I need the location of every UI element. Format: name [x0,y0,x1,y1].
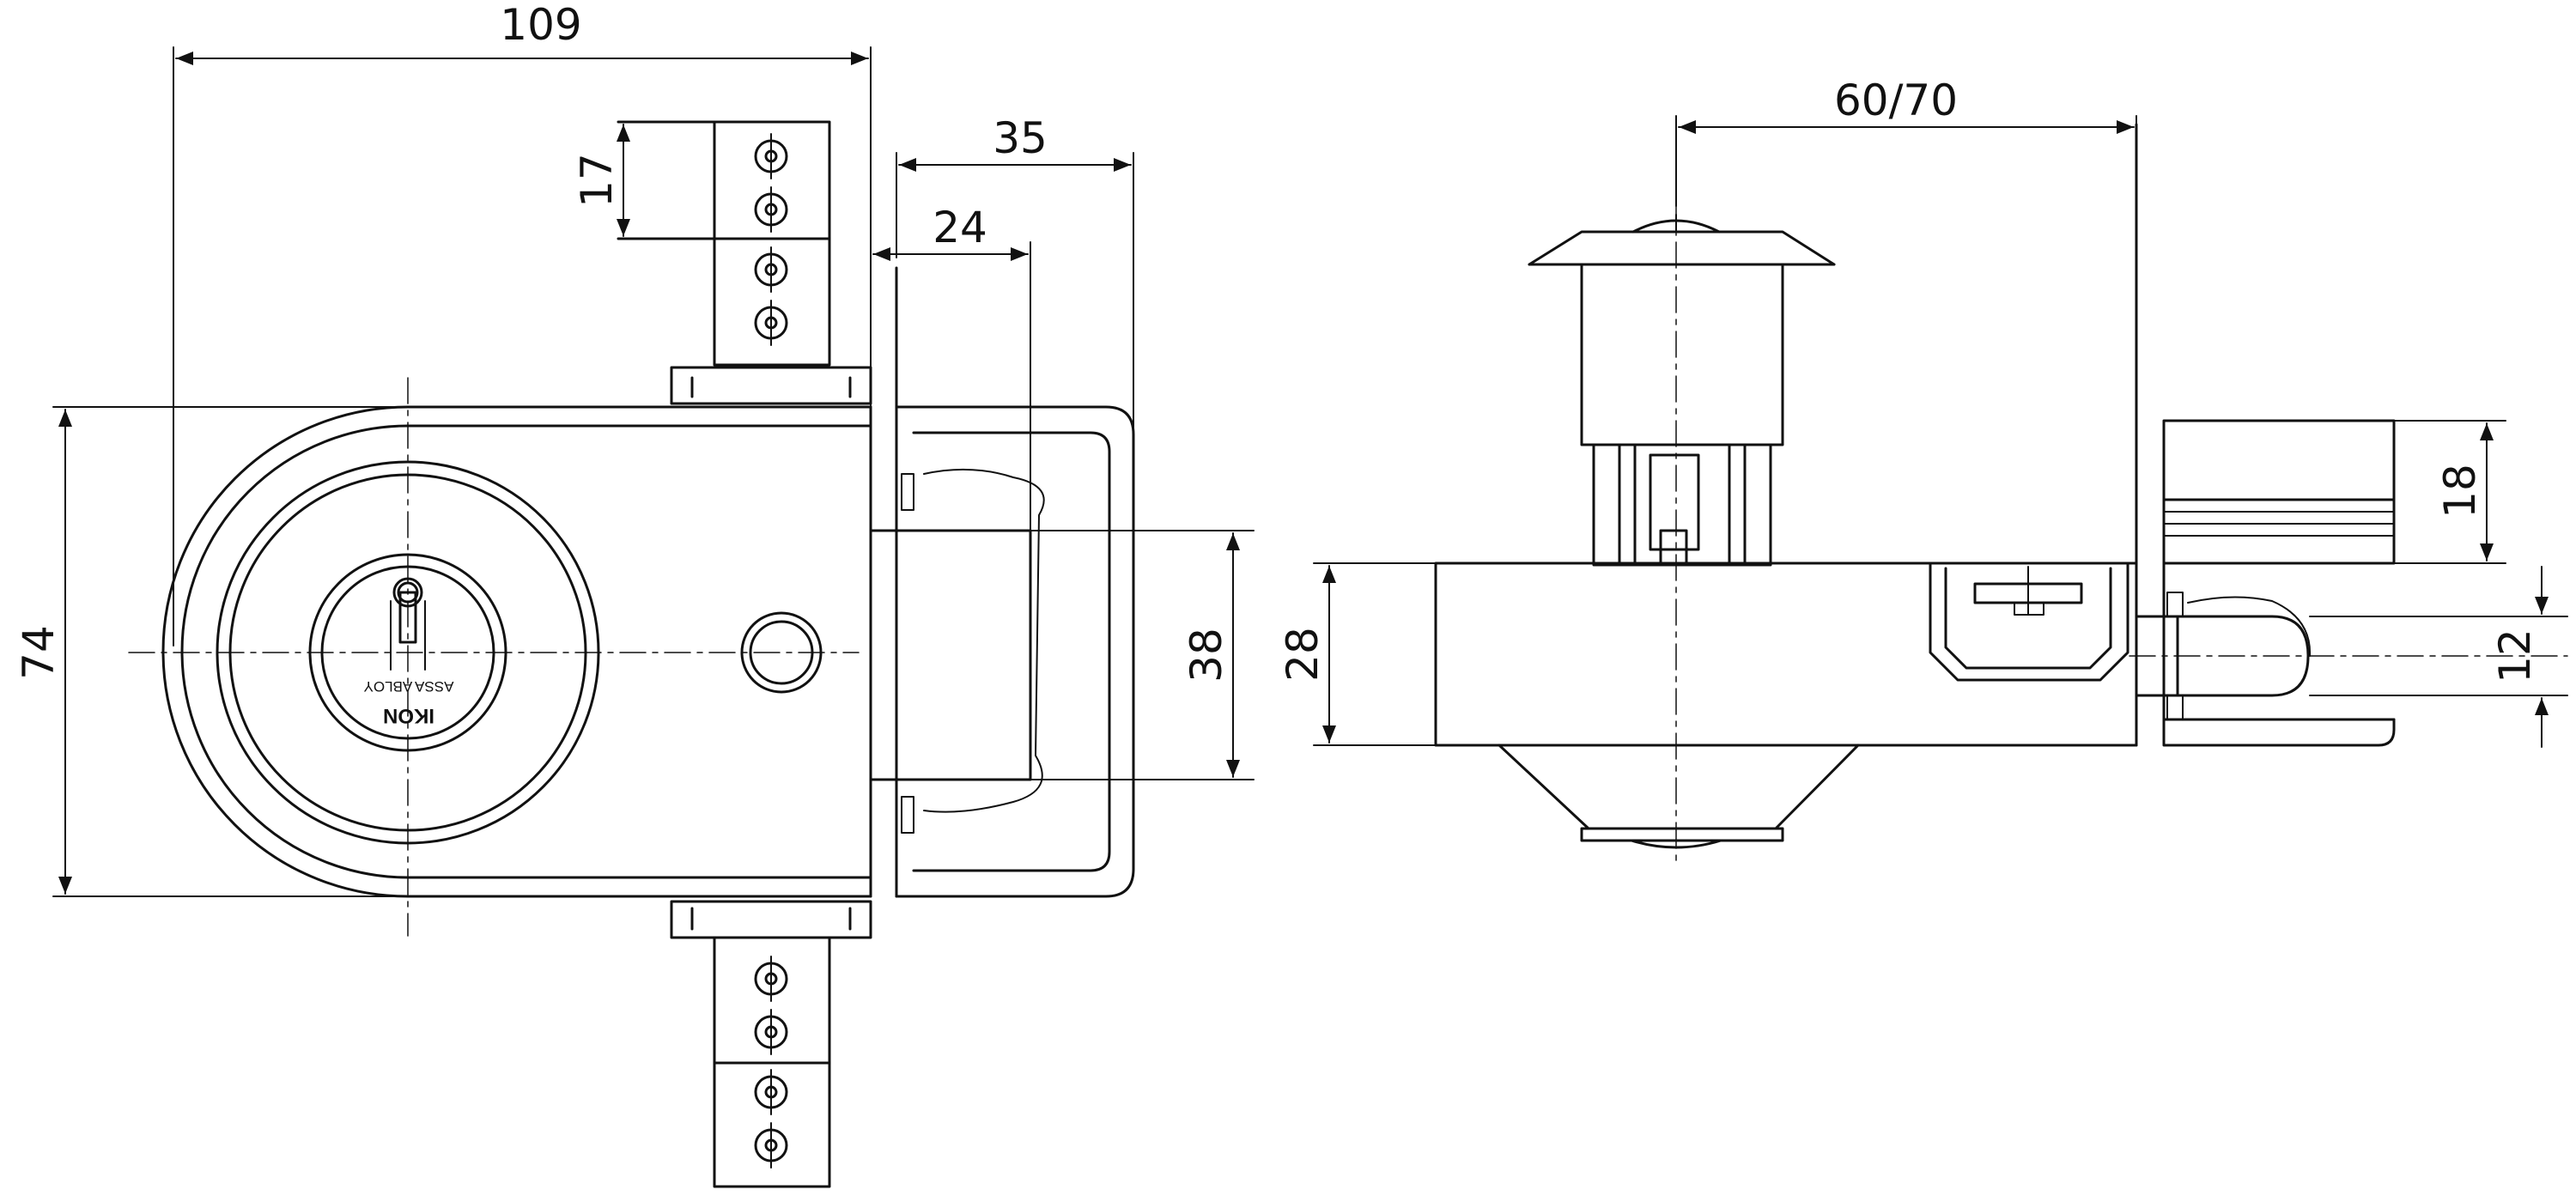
dim-bolt-diameter-label: 12 [2490,628,2540,683]
lower-mounting-plate [670,900,872,1188]
dim-body-height-label: 74 [14,625,64,680]
keeper-block [2162,419,2396,747]
dim-bolt-projection-label: 35 [993,113,1048,163]
upper-screw-holes [754,133,788,346]
maker-label: ASSA ABLOY [364,678,454,695]
side-view: 60/70 28 18 12 [1278,76,2568,868]
dim-body-depth-label: 28 [1278,627,1327,682]
dim-door-thickness [1675,115,2137,207]
dim-keeper-height [2393,420,2506,564]
front-centerlines [128,377,860,937]
cylinder-head [1528,214,1836,446]
latch-window [1929,562,2129,682]
dim-overall-width [173,46,872,647]
dim-keeper-height-label: 18 [2435,464,2485,519]
dim-strike-height [1030,530,1255,780]
lock-body [161,405,872,898]
dim-overall-width-label: 109 [500,0,581,50]
dim-strike-depth-label: 24 [933,203,987,252]
dim-body-depth [1313,562,1437,746]
dim-bolt-diameter [2309,566,2568,748]
dim-door-thickness-label: 60/70 [1834,76,1958,125]
lower-screw-holes [754,956,788,1169]
front-view: IKON ASSA ABLOY [14,0,1255,1188]
dim-strike-height-label: 38 [1182,628,1231,683]
cylinder-stem [1592,443,1772,567]
dim-hole-pitch-label: 17 [572,153,622,208]
side-centerlines [1675,197,2568,868]
brand-label: IKON [383,704,434,727]
dim-strike-depth [870,241,1031,531]
upper-mounting-plate [617,120,872,405]
lock-case [1434,562,2138,849]
dim-body-height [52,406,404,897]
strike-keeper [869,266,1135,898]
cylinder-logo: IKON ASSA ABLOY [364,678,454,727]
bolt [2135,596,2312,697]
dim-bolt-projection [896,152,1134,877]
